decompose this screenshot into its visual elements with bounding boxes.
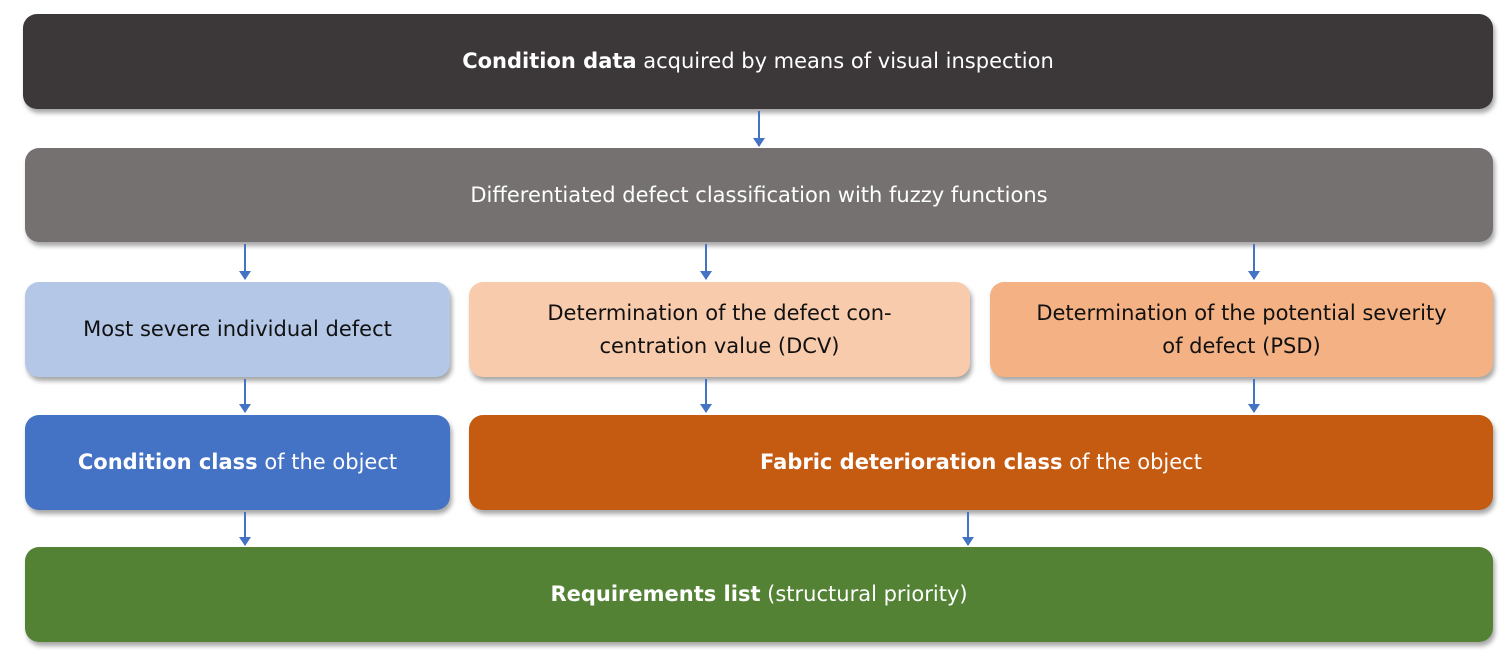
node-most-severe-defect: Most severe individual defect <box>25 282 450 377</box>
arrow-top-to-classification <box>753 111 765 147</box>
node-requirements-list: Requirements list (structural priority) <box>25 547 1493 642</box>
node-label: Requirements list (structural priority) <box>550 582 968 606</box>
node-dcv: Determination of the defect con-centrati… <box>469 282 970 377</box>
node-fabric-deterioration-class: Fabric deterioration class of the object <box>469 415 1493 510</box>
node-label: Differentiated defect classification wit… <box>470 182 1048 207</box>
node-label: Condition class of the object <box>77 450 398 474</box>
arrow-dcv-to-fabric-class <box>700 379 712 413</box>
arrow-classification-to-psd <box>1248 244 1260 280</box>
arrow-classification-to-most-severe <box>239 244 251 280</box>
node-condition-data: Condition data acquired by means of visu… <box>23 14 1493 109</box>
node-label: Determination of the defect con-centrati… <box>547 300 892 358</box>
arrow-condition-class-to-requirements <box>239 512 251 546</box>
node-label: Condition data acquired by means of visu… <box>462 49 1054 73</box>
node-label: Most severe individual defect <box>83 317 392 341</box>
node-defect-classification: Differentiated defect classification wit… <box>25 148 1493 242</box>
arrow-psd-to-fabric-class <box>1248 379 1260 413</box>
arrow-fabric-class-to-requirements <box>962 512 974 546</box>
node-condition-class: Condition class of the object <box>25 415 450 510</box>
node-label: Fabric deterioration class of the object <box>760 450 1202 474</box>
arrow-classification-to-dcv <box>700 244 712 280</box>
arrow-most-severe-to-condition-class <box>239 379 251 413</box>
